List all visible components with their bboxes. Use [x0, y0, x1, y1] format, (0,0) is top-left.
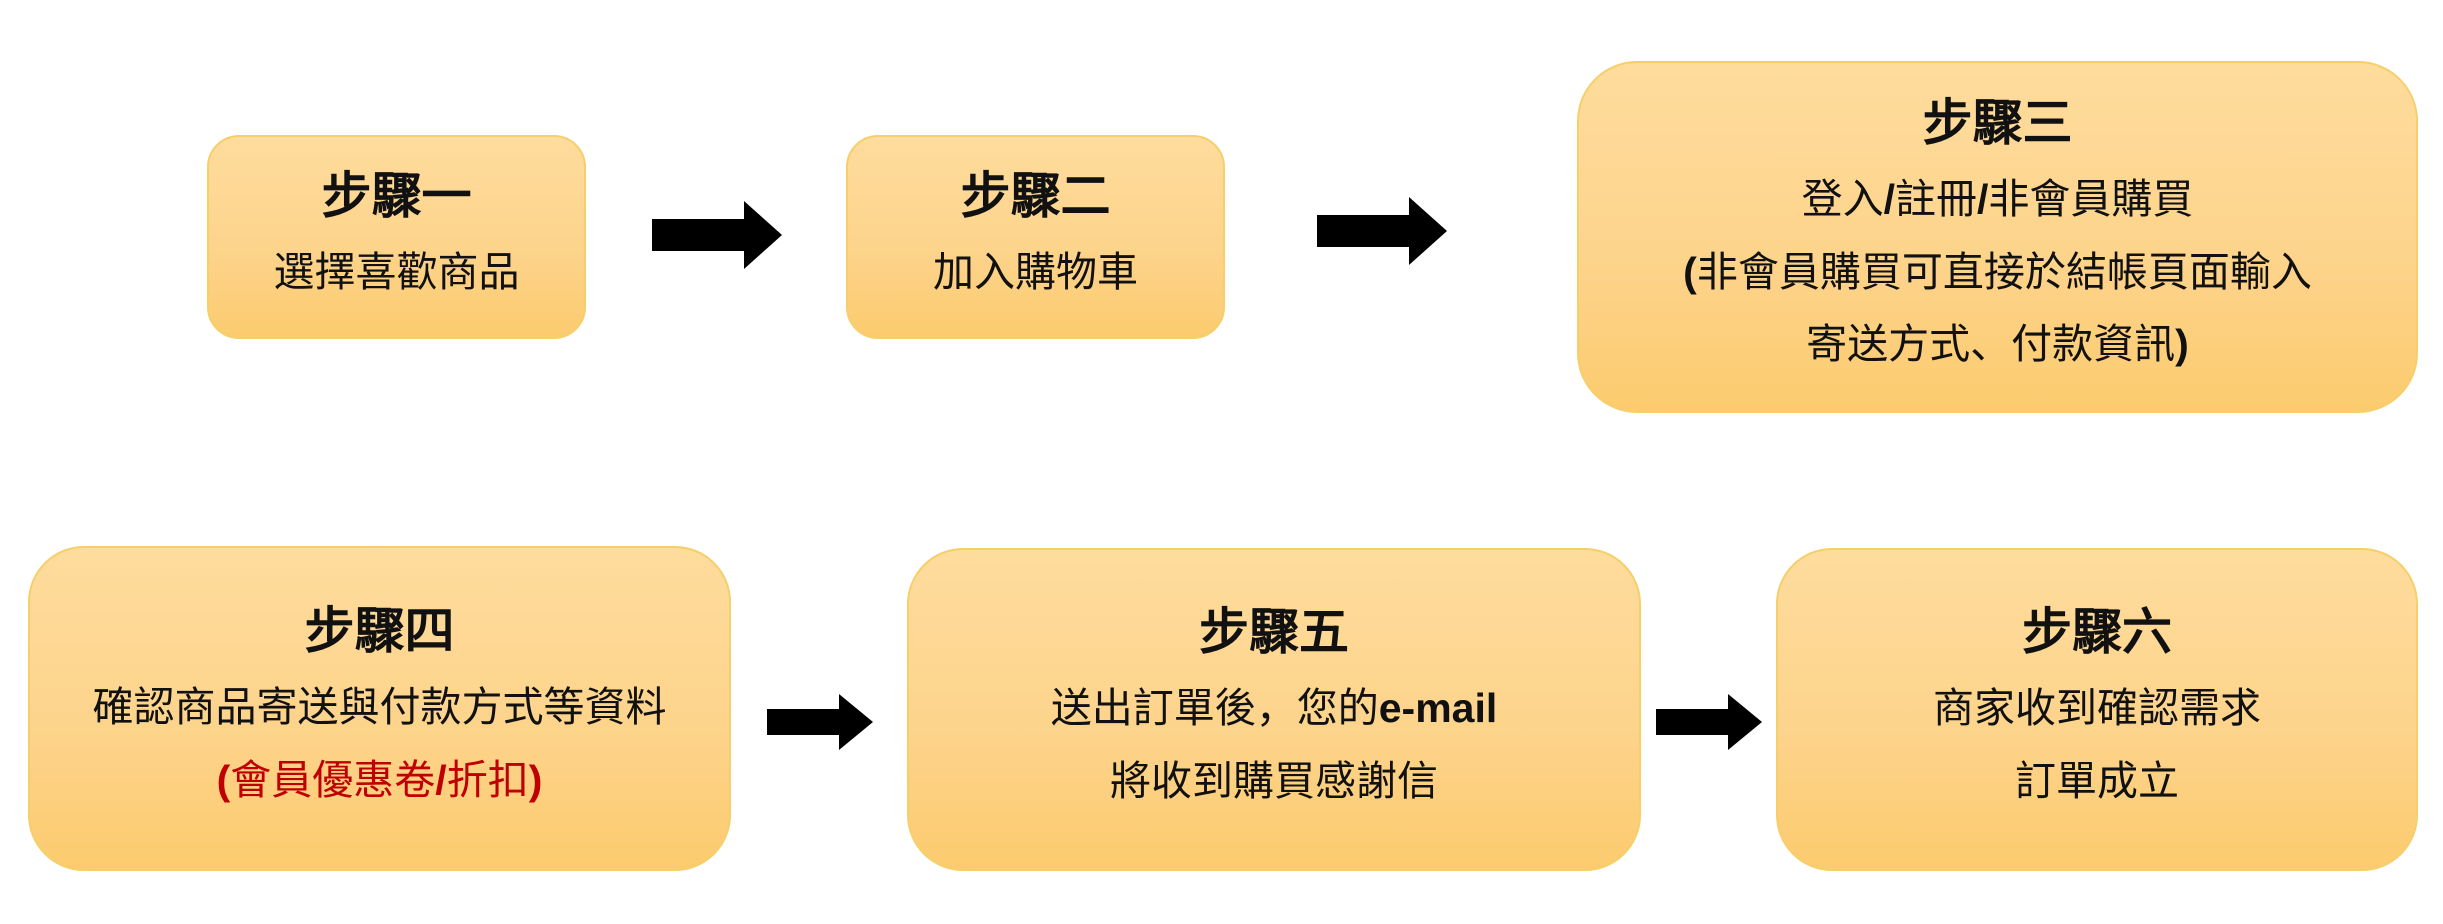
email-text: e-mail — [1378, 684, 1498, 731]
step-2-title: 步驟二 — [960, 165, 1111, 225]
step-6-box: 步驟六 商家收到確認需求 訂單成立 — [1776, 548, 2418, 871]
slash-separator: / — [1977, 175, 1989, 222]
step-1-box: 步驟一 選擇喜歡商品 — [207, 135, 586, 339]
right-arrow-icon — [767, 694, 873, 750]
step-3-title: 步驟三 — [1922, 92, 2073, 152]
step-5-line-1: 送出訂單後，您的e-mail — [1051, 672, 1498, 745]
step-6-line-2: 訂單成立 — [2015, 756, 2179, 805]
right-arrow-icon — [1317, 197, 1447, 265]
close-paren: ) — [2175, 321, 2189, 368]
slash-separator: / — [435, 756, 447, 803]
open-paren: ( — [216, 756, 231, 803]
step-6-line-1: 商家收到確認需求 — [1933, 683, 2261, 732]
step-4-line-1: 確認商品寄送與付款方式等資料 — [92, 682, 667, 731]
step-5-box: 步驟五 送出訂單後，您的e-mail 將收到購買感謝信 — [907, 548, 1641, 871]
step-3-line-1: 登入/註冊/非會員購買 — [1802, 163, 2194, 236]
discount-text: 折扣 — [446, 755, 529, 804]
step-6-title: 步驟六 — [2022, 601, 2172, 661]
step-5-title: 步驟五 — [1199, 601, 1349, 661]
step-3-box: 步驟三 登入/註冊/非會員購買 (非會員購買可直接於結帳頁面輸入 寄送方式、付款… — [1577, 61, 2418, 413]
step-4-box: 步驟四 確認商品寄送與付款方式等資料 (會員優惠卷/折扣) — [28, 546, 731, 871]
step-3-note-text-2: 寄送方式、付款資訊 — [1806, 320, 2176, 369]
step-3-note-text: 非會員購買可直接於結帳頁面輸入 — [1696, 247, 2312, 296]
close-paren: ) — [528, 756, 543, 803]
step-2-box: 步驟二 加入購物車 — [846, 135, 1225, 339]
right-arrow-icon — [1656, 694, 1762, 750]
open-paren: ( — [1683, 248, 1697, 295]
step-4-line-2: (會員優惠卷/折扣) — [217, 744, 543, 817]
step-3-line-2: (非會員購買可直接於結帳頁面輸入 — [1683, 236, 2312, 309]
step-3-guest-text: 非會員購買 — [1988, 174, 2194, 223]
step-4-title: 步驟四 — [304, 600, 455, 660]
member-coupon-text: 會員優惠卷 — [230, 755, 436, 804]
step-3-register-text: 註冊 — [1895, 174, 1977, 223]
step-3-login-text: 登入 — [1801, 174, 1884, 223]
step-2-text: 加入購物車 — [933, 247, 1138, 296]
step-1-title: 步驟一 — [321, 165, 472, 225]
step-5-line-2: 將收到購買感謝信 — [1110, 756, 1438, 805]
slash-separator: / — [1883, 175, 1895, 222]
step-1-text: 選擇喜歡商品 — [273, 247, 520, 296]
step-5-order-text: 送出訂單後，您的 — [1050, 683, 1379, 732]
step-3-line-3: 寄送方式、付款資訊) — [1806, 308, 2189, 381]
right-arrow-icon — [652, 201, 782, 269]
